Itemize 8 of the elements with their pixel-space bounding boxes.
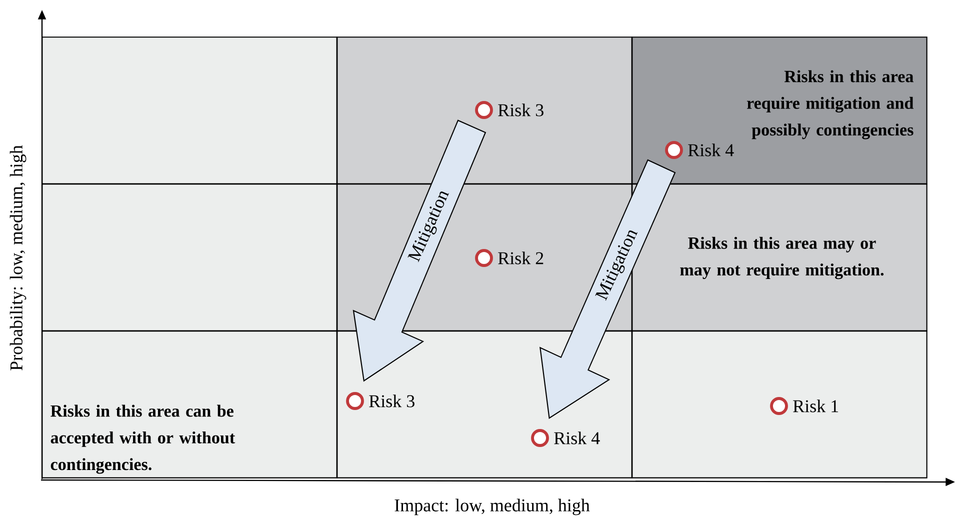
grid-cell (336, 36, 632, 184)
grid-cell: Risks in this area can be accepted with or without contingencies. (42, 330, 338, 478)
grid-cell (42, 184, 338, 332)
grid-cell (632, 330, 928, 478)
grid-cell (42, 36, 338, 184)
axis-title: Impact: low, medium, high (394, 498, 590, 516)
mitigation-arrow (540, 159, 676, 419)
axis-title: Probability: low, medium, high (10, 145, 26, 370)
